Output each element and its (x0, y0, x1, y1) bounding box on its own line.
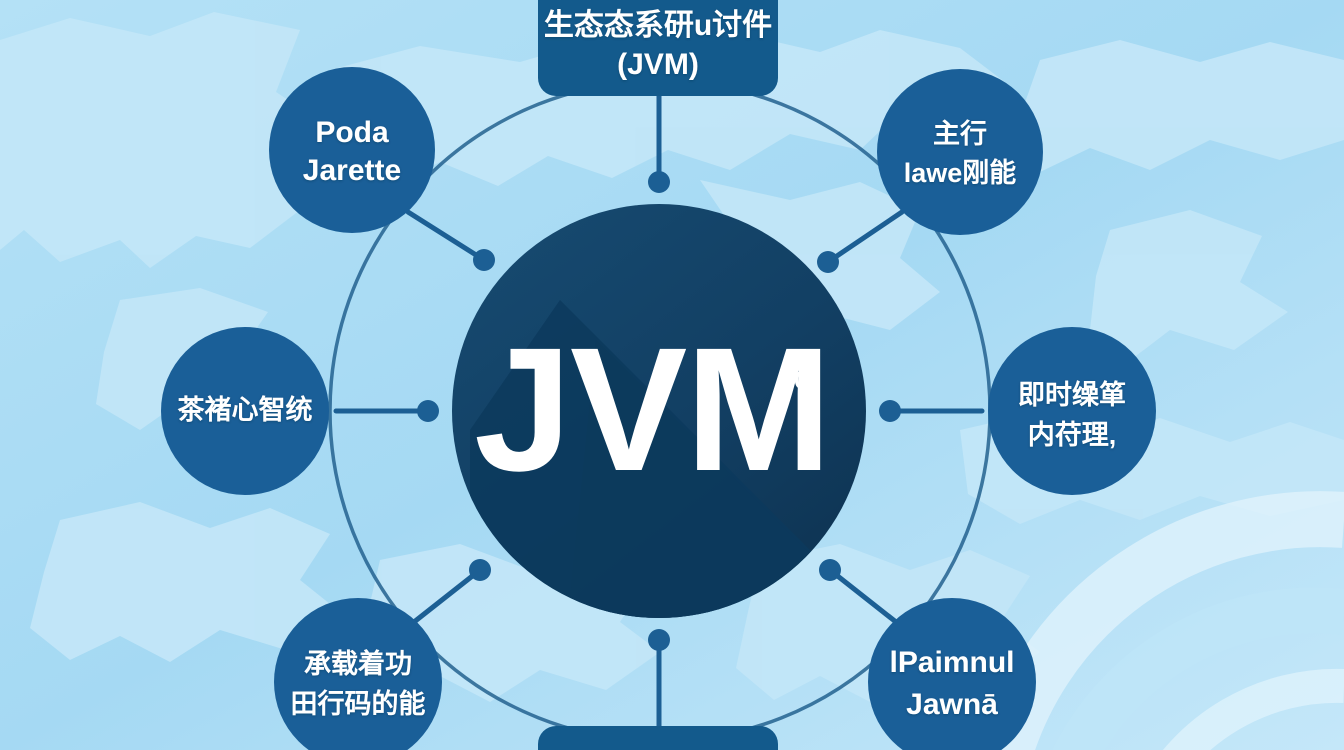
node-label-line-2: 内苻理, (1028, 420, 1117, 450)
spoke-dot-bottom-right (819, 559, 841, 581)
spoke-dot-top-left (473, 249, 495, 271)
spoke-dot-bottom-left (469, 559, 491, 581)
node-label-line-1: 承载着功 (304, 648, 412, 679)
spoke-top-left (405, 209, 487, 263)
spoke-bottom-left (411, 567, 483, 625)
node-circle (988, 327, 1156, 495)
top-title-box[interactable]: 生态态系研u讨件 (JVM) (538, 0, 778, 96)
node-label-line-1: Poda (315, 116, 389, 149)
node-circle (161, 327, 329, 495)
node-circle (868, 598, 1036, 750)
spoke-dot-bottom-box (648, 629, 670, 651)
node-top-left[interactable]: Poda Jarette (269, 67, 435, 233)
node-label-line-1: lPaimnul (889, 646, 1014, 679)
core-label: JVM (474, 312, 830, 508)
top-box-line-2: (JVM) (617, 48, 699, 81)
node-circle (274, 598, 442, 750)
node-label-line-1: 即时缲箪 (1018, 379, 1126, 410)
top-box-shape (538, 0, 778, 96)
node-top-right[interactable]: 主行 lawe刚能 (877, 69, 1043, 235)
node-label-line-1: 茶褚心智统 (178, 394, 313, 425)
spoke-bottom-right (827, 567, 899, 625)
node-circle (269, 67, 435, 233)
node-label-line-1: 主行 (933, 118, 987, 149)
spoke-top-right (825, 209, 905, 265)
bottom-box-shape (538, 726, 778, 750)
node-circle (877, 69, 1043, 235)
bottom-title-box[interactable] (538, 726, 778, 750)
core-superscript: o (794, 359, 813, 397)
spoke-dot-top-right (817, 251, 839, 273)
node-label-line-2: Jawnā (906, 688, 998, 721)
node-bottom-right[interactable]: lPaimnul Jawnā (868, 598, 1036, 750)
node-right[interactable]: 即时缲箪 内苻理, (988, 327, 1156, 495)
top-box-line-1: 生态态系研u讨件 (544, 9, 772, 42)
spoke-dot-right (879, 400, 901, 422)
node-label-line-2: 田行码的能 (291, 688, 426, 719)
spoke-group (333, 93, 985, 729)
spoke-dot-left (417, 400, 439, 422)
node-bottom-left[interactable]: 承载着功 田行码的能 (274, 598, 442, 750)
node-label-line-2: Jarette (303, 154, 401, 187)
node-label-line-2: lawe刚能 (904, 157, 1017, 188)
node-left[interactable]: 茶褚心智统 (161, 327, 329, 495)
jvm-core[interactable]: JVM o (452, 204, 900, 700)
spoke-dot-top-box (648, 171, 670, 193)
